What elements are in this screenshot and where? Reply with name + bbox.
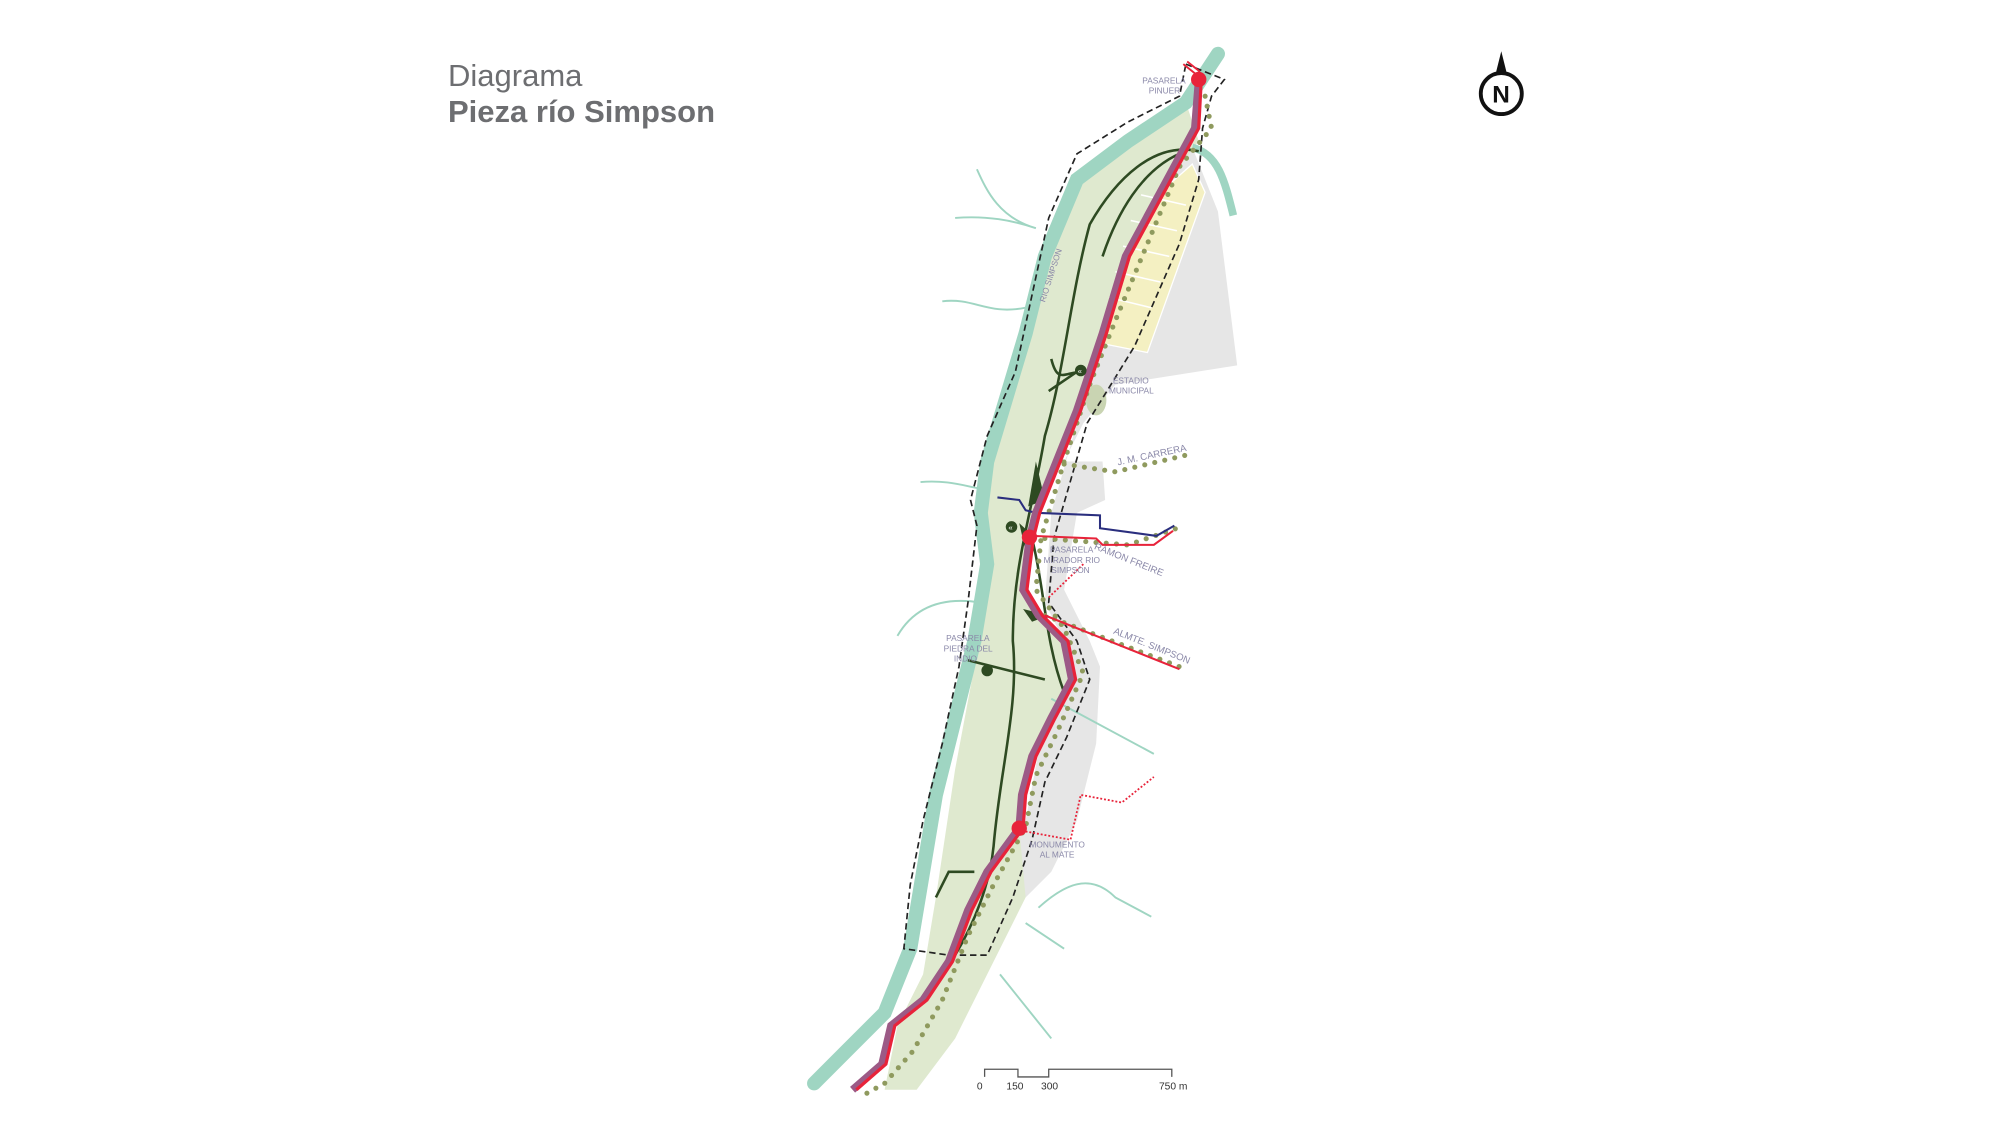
park-area [884, 102, 1199, 1090]
main-route [855, 79, 1203, 1091]
label-ramon-freire: RAMON FREIRE [1092, 541, 1164, 579]
pasarela-pinuer-node[interactable] [1191, 71, 1207, 88]
monumento-mate-node[interactable] [1011, 820, 1027, 836]
access-icon: « [1005, 521, 1018, 533]
main-route-outer [850, 79, 1203, 1093]
svg-text:N: N [1492, 82, 1510, 109]
red-route-almte-simpson [1044, 614, 1180, 671]
svg-text:0: 0 [977, 1082, 983, 1093]
svg-text:«: « [1008, 523, 1012, 532]
access-icon: « [1075, 364, 1087, 377]
svg-text:750 m: 750 m [1159, 1082, 1188, 1093]
red-route-ramon-freire [1032, 529, 1174, 546]
svg-text:300: 300 [1041, 1082, 1058, 1093]
park-trails [934, 148, 1200, 956]
svg-text:150: 150 [1006, 1082, 1023, 1093]
project-boundary [902, 62, 1226, 956]
diagram-subtitle: Pieza río Simpson [448, 94, 716, 129]
label-jm-carrera: J. M. CARRERA [1116, 443, 1188, 469]
tributary-streams [896, 168, 1155, 1040]
red-dotted-route [1021, 563, 1155, 841]
blue-route [997, 496, 1175, 537]
pasarela-piedra-node[interactable] [981, 664, 993, 677]
svg-text:«: « [1078, 367, 1082, 376]
pinuer-bridge [1182, 60, 1201, 76]
north-arrow-icon: N [1478, 51, 1524, 117]
river-branch [1191, 143, 1238, 217]
estadio-municipal-field [1085, 384, 1107, 416]
rio-simpson-river [807, 46, 1225, 1091]
pasarela-mirador-node[interactable] [1021, 529, 1038, 545]
scale-bar: 0 150 300 750 m [977, 1068, 1188, 1093]
diagram-title: Diagrama [448, 58, 583, 93]
